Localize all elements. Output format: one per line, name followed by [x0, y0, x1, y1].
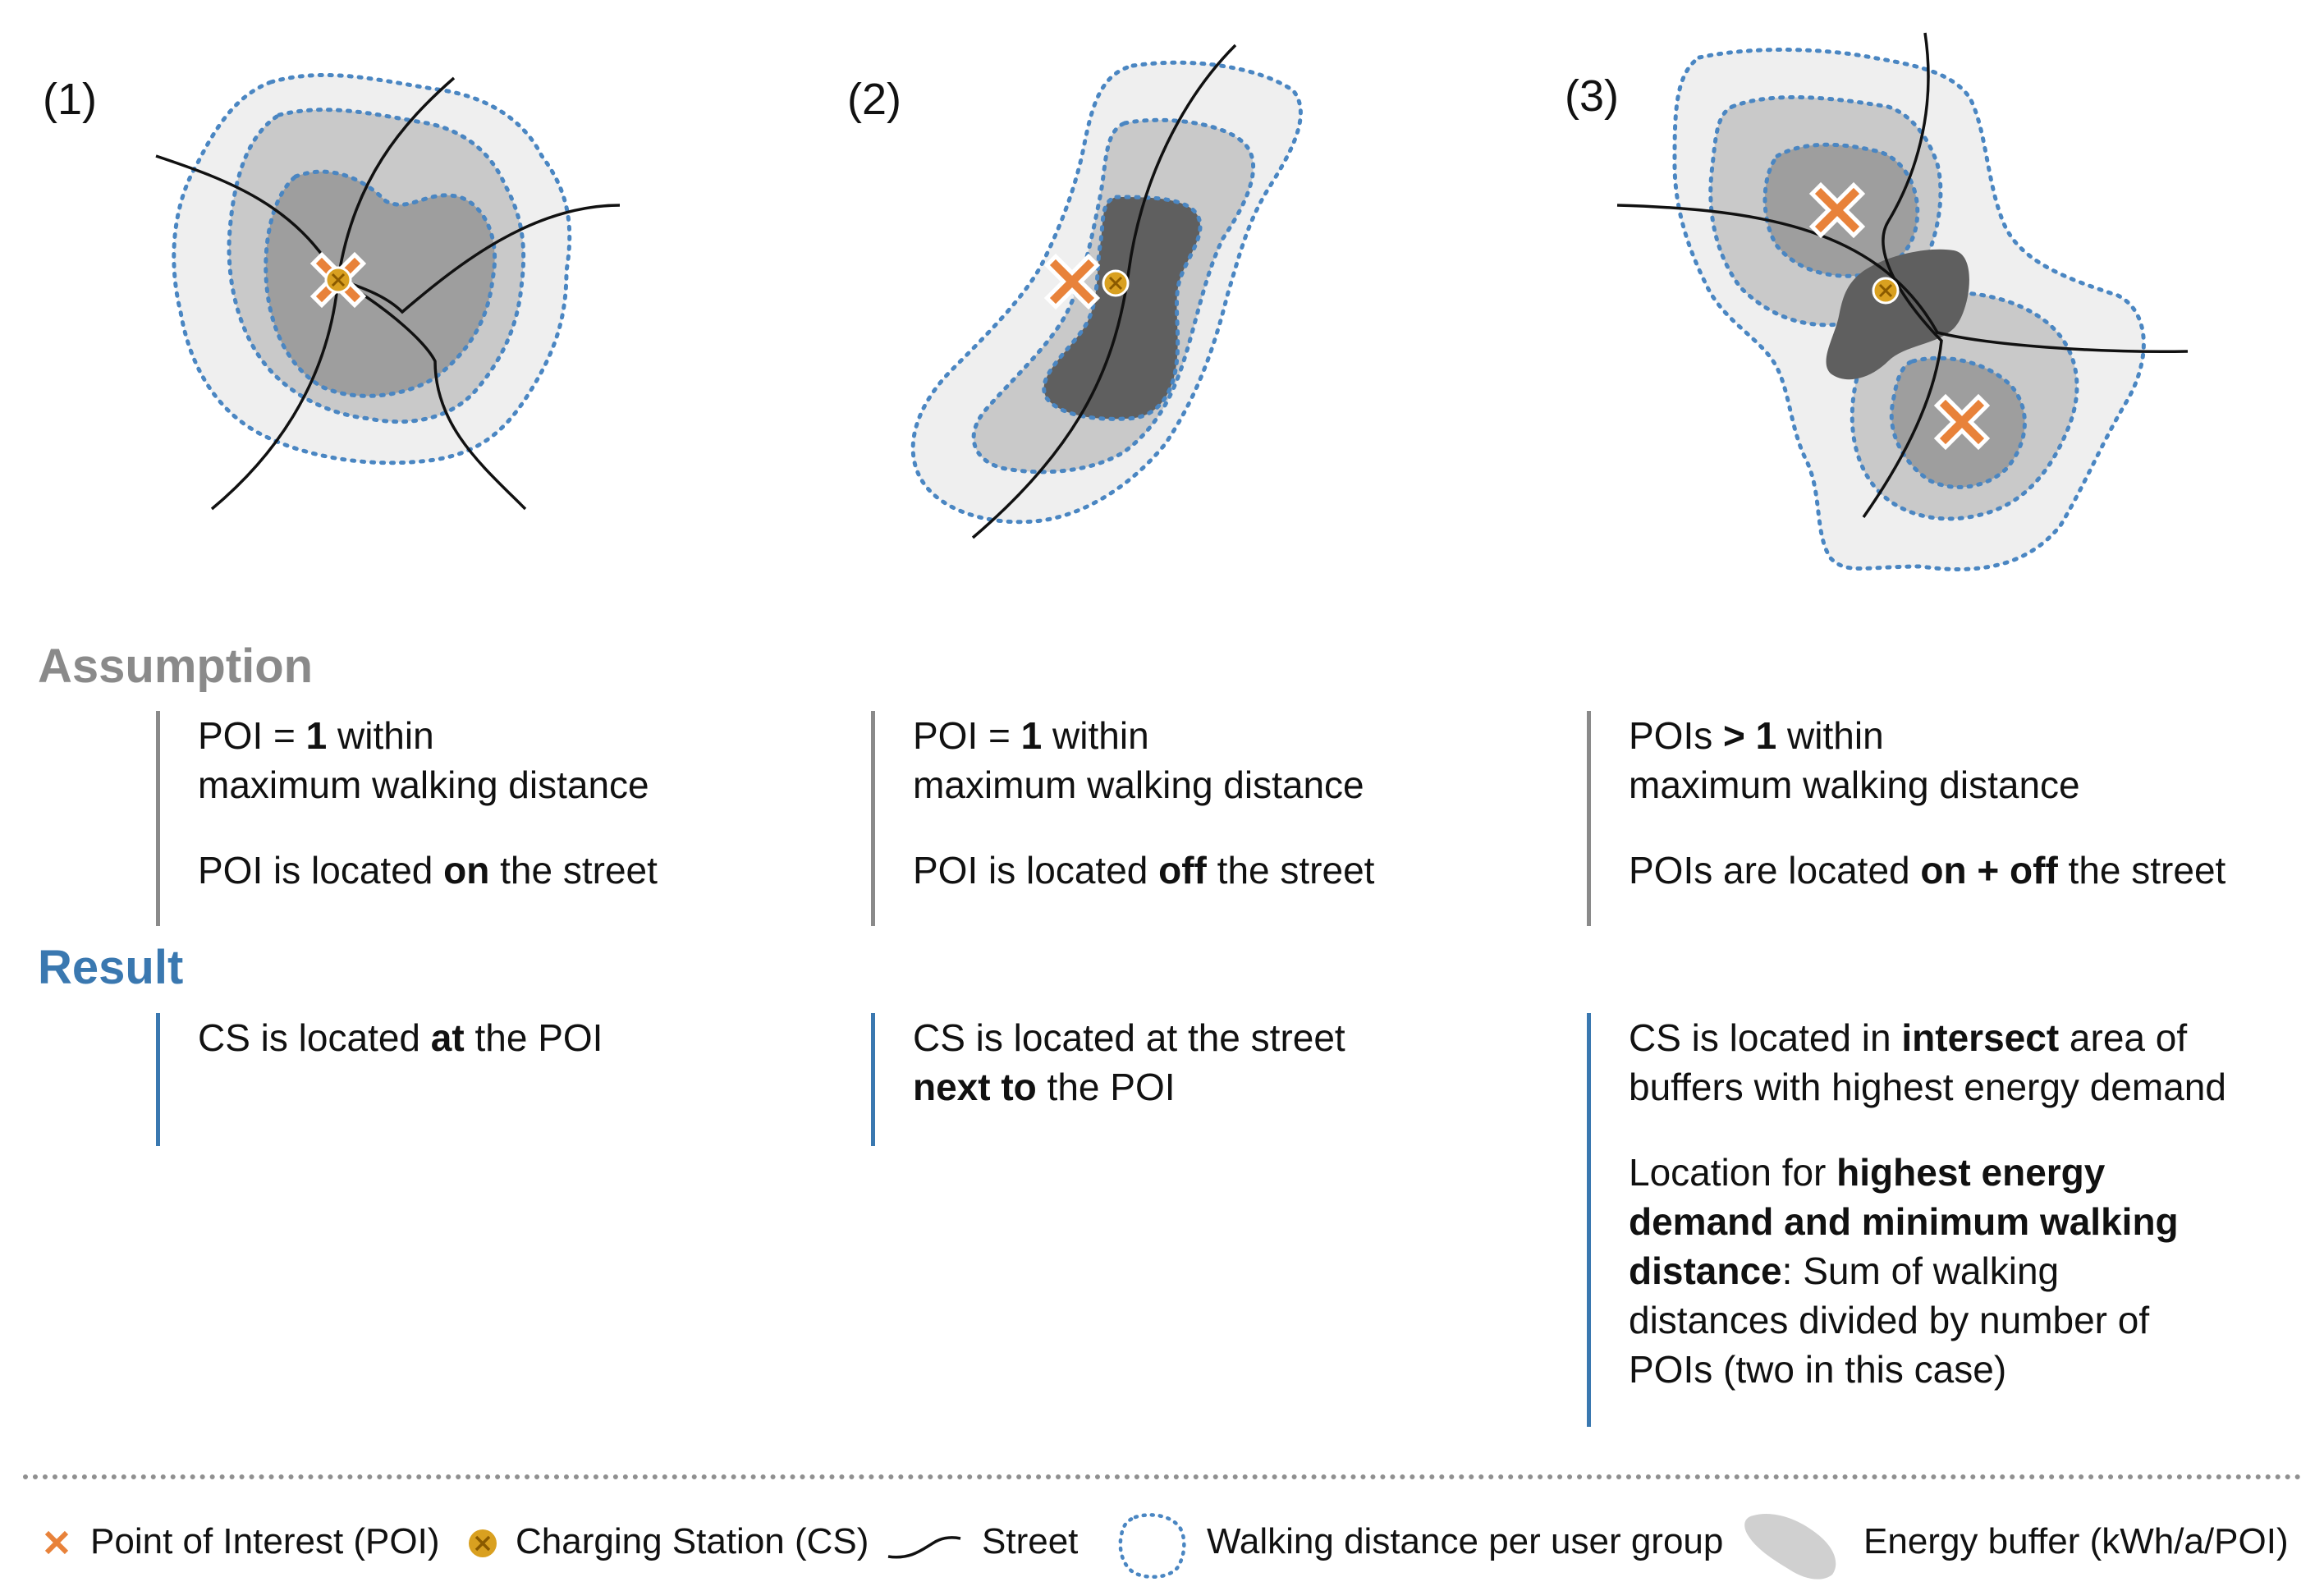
- legend-poi-label: Point of Interest (POI): [90, 1521, 440, 1561]
- legend-street-label: Street: [982, 1521, 1079, 1561]
- poi-icon: [1821, 194, 1854, 227]
- result-title: Result: [38, 941, 184, 994]
- poi-legend-icon: [44, 1530, 69, 1555]
- scenario-2-map: [910, 44, 1303, 539]
- energy-buffer-legend-icon: [1744, 1514, 1836, 1580]
- poi-icon: [1056, 265, 1089, 298]
- scenario-1-map: [155, 72, 621, 511]
- assumption-location-text: POIs are located on + off the street: [1629, 849, 2226, 892]
- charging-station-icon: [324, 266, 352, 294]
- assumption-location-text: POI is located on the street: [198, 849, 658, 892]
- walking-buffer-core: [264, 169, 497, 398]
- scenario-diagrams: [155, 32, 2189, 571]
- legend-energy-label: Energy buffer (kWh/a/POI): [1863, 1521, 2289, 1561]
- poi-icon: [1946, 406, 1978, 438]
- charging-station-legend-icon: [469, 1529, 497, 1557]
- scenario-2-label: (2): [847, 75, 901, 124]
- energy-buffer-intersect: [1826, 249, 1969, 380]
- charging-station-icon: [1102, 269, 1130, 297]
- street-lines: [155, 76, 621, 511]
- walking-distance-legend-icon: [1118, 1513, 1186, 1580]
- assumption-location-text: POI is located off the street: [913, 849, 1375, 892]
- street-lines: [1616, 32, 2189, 519]
- result-column-1: CS is located at the POI: [156, 1013, 822, 1146]
- street-line: [971, 44, 1237, 539]
- scenario-1-label: (1): [43, 75, 97, 124]
- scenario-3-map: [1616, 32, 2189, 571]
- legend-cs-label: Charging Station (CS): [516, 1521, 869, 1561]
- result-text: CS is located at the POI: [198, 1016, 603, 1059]
- legend-walking-label: Walking distance per user group: [1207, 1521, 1724, 1561]
- legend-separator: [23, 1474, 2302, 1479]
- charging-station-icon: [1872, 277, 1900, 305]
- scenario-3-label: (3): [1565, 71, 1619, 121]
- assumption-title: Assumption: [38, 640, 314, 693]
- street-legend-icon: [887, 1536, 961, 1559]
